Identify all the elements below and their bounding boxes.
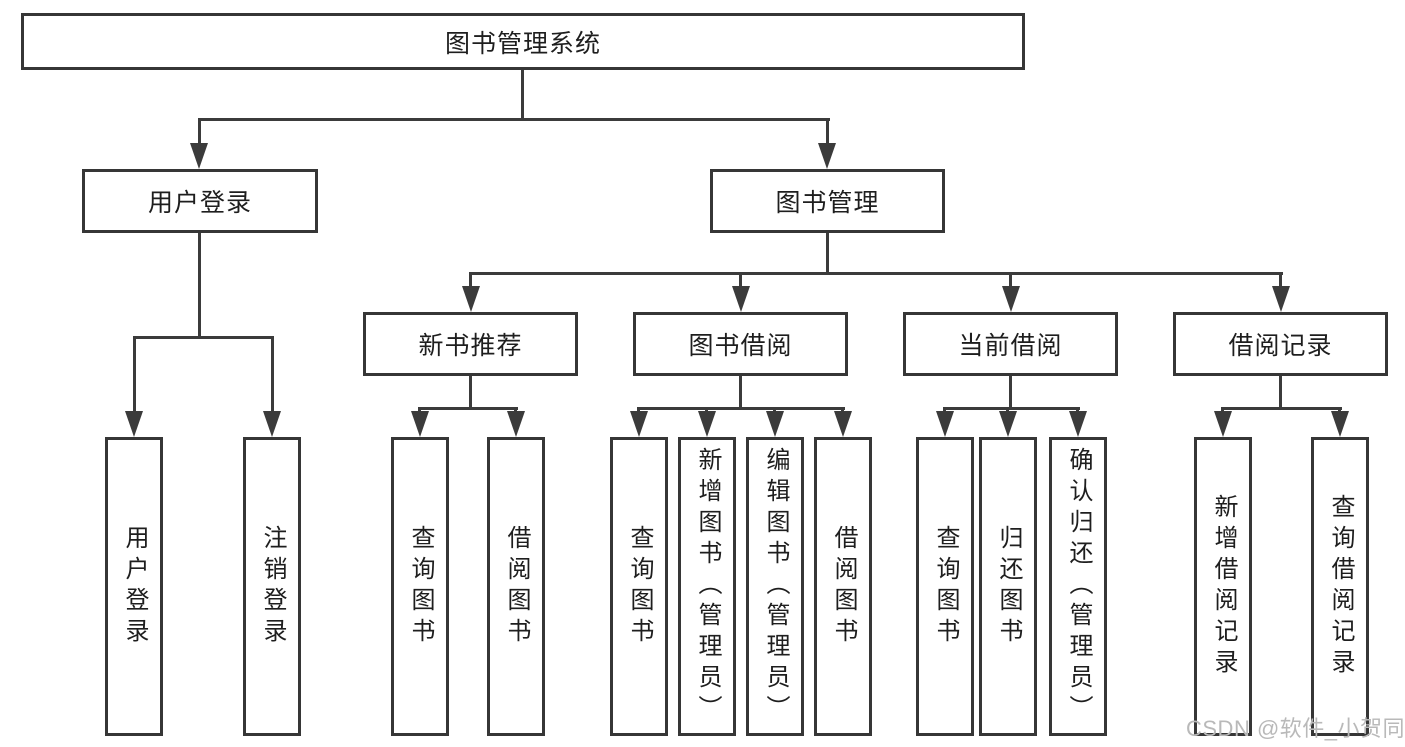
connector-line (1221, 407, 1342, 410)
connector-line (739, 272, 742, 288)
connector-line (826, 118, 829, 146)
arrowhead-down-icon (732, 286, 750, 312)
connector-line (841, 407, 844, 414)
leaf-br-query-record: 查询借阅记录 (1311, 437, 1369, 736)
connector-line (1006, 407, 1009, 414)
leaf-bb-edit-book: 编辑图书（管理员） (746, 437, 804, 736)
leaf-cb-query-book: 查询图书 (916, 437, 974, 736)
connector-line (637, 407, 640, 414)
connector-line (1279, 272, 1282, 288)
node-label: 图书管理系统 (444, 29, 601, 58)
connector-line (418, 407, 518, 410)
leaf-nbr-query-book: 查询图书 (391, 437, 449, 736)
arrowhead-down-icon (190, 143, 208, 169)
node-current-borrow: 当前借阅 (903, 312, 1118, 376)
leaf-label: 注销登录 (259, 524, 286, 649)
connector-line (198, 118, 201, 146)
leaf-label: 查询图书 (407, 524, 434, 649)
connector-line (133, 336, 136, 414)
arrowhead-down-icon (125, 411, 143, 437)
leaf-user-login: 用户登录 (105, 437, 163, 736)
arrowhead-down-icon (1272, 286, 1290, 312)
connector-line (1221, 407, 1224, 414)
connector-line (637, 407, 845, 410)
leaf-label: 借阅图书 (830, 524, 857, 649)
arrowhead-down-icon (834, 411, 852, 437)
leaf-cb-return-book: 归还图书 (979, 437, 1037, 736)
arrowhead-down-icon (999, 411, 1017, 437)
leaf-bb-borrow-book: 借阅图书 (814, 437, 872, 736)
arrowhead-down-icon (1214, 411, 1232, 437)
connector-line (739, 376, 742, 410)
leaf-nbr-borrow-book: 借阅图书 (487, 437, 545, 736)
connector-line (469, 272, 472, 288)
arrowhead-down-icon (507, 411, 525, 437)
connector-line (705, 407, 708, 414)
leaf-label: 查询图书 (626, 524, 653, 649)
connector-line (133, 336, 274, 339)
connector-line (514, 407, 517, 414)
connector-line (198, 233, 201, 339)
connector-line (1338, 407, 1341, 414)
leaf-cb-confirm-return: 确认归还（管理员） (1049, 437, 1107, 736)
leaf-br-add-record: 新增借阅记录 (1194, 437, 1252, 736)
arrowhead-down-icon (936, 411, 954, 437)
arrowhead-down-icon (462, 286, 480, 312)
node-user-login: 用户登录 (82, 169, 318, 233)
node-book-borrow: 图书借阅 (633, 312, 848, 376)
leaf-bb-add-book: 新增图书（管理员） (678, 437, 736, 736)
arrowhead-down-icon (1002, 286, 1020, 312)
node-new-book-recommend: 新书推荐 (363, 312, 578, 376)
connector-line (1009, 376, 1012, 410)
node-book-management: 图书管理 (710, 169, 945, 233)
connector-line (826, 233, 829, 275)
node-borrow-record: 借阅记录 (1173, 312, 1388, 376)
arrowhead-down-icon (1069, 411, 1087, 437)
leaf-logout: 注销登录 (243, 437, 301, 736)
node-label: 用户登录 (147, 189, 252, 217)
node-label: 当前借阅 (958, 332, 1063, 360)
node-library-management-system: 图书管理系统 (21, 13, 1025, 70)
connector-line (943, 407, 946, 414)
node-label: 新书推荐 (418, 332, 523, 360)
connector-line (521, 70, 524, 118)
connector-line (271, 336, 274, 414)
leaf-label: 新增图书（管理员） (694, 447, 721, 726)
arrowhead-down-icon (1331, 411, 1349, 437)
node-label: 图书借阅 (688, 332, 793, 360)
connector-line (773, 407, 776, 414)
connector-line (198, 118, 830, 121)
arrowhead-down-icon (766, 411, 784, 437)
node-label: 借阅记录 (1228, 332, 1333, 360)
node-label: 图书管理 (775, 189, 880, 217)
connector-line (1279, 376, 1282, 410)
connector-line (418, 407, 421, 414)
arrowhead-down-icon (411, 411, 429, 437)
arrowhead-down-icon (698, 411, 716, 437)
leaf-label: 查询图书 (932, 524, 959, 649)
connector-line (469, 376, 472, 410)
connector-line (469, 272, 1283, 275)
arrowhead-down-icon (263, 411, 281, 437)
arrowhead-down-icon (818, 143, 836, 169)
connector-line (943, 407, 1080, 410)
leaf-label: 确认归还（管理员） (1065, 447, 1092, 726)
leaf-bb-query-book: 查询图书 (610, 437, 668, 736)
leaf-label: 新增借阅记录 (1210, 493, 1237, 680)
leaf-label: 归还图书 (995, 524, 1022, 649)
connector-line (1076, 407, 1079, 414)
leaf-label: 查询借阅记录 (1327, 493, 1354, 680)
arrowhead-down-icon (630, 411, 648, 437)
csdn-watermark: CSDN @软件_小贺同学 (1186, 716, 1405, 741)
leaf-label: 编辑图书（管理员） (762, 447, 789, 726)
leaf-label: 借阅图书 (503, 524, 530, 649)
connector-line (1009, 272, 1012, 288)
leaf-label: 用户登录 (121, 524, 148, 649)
